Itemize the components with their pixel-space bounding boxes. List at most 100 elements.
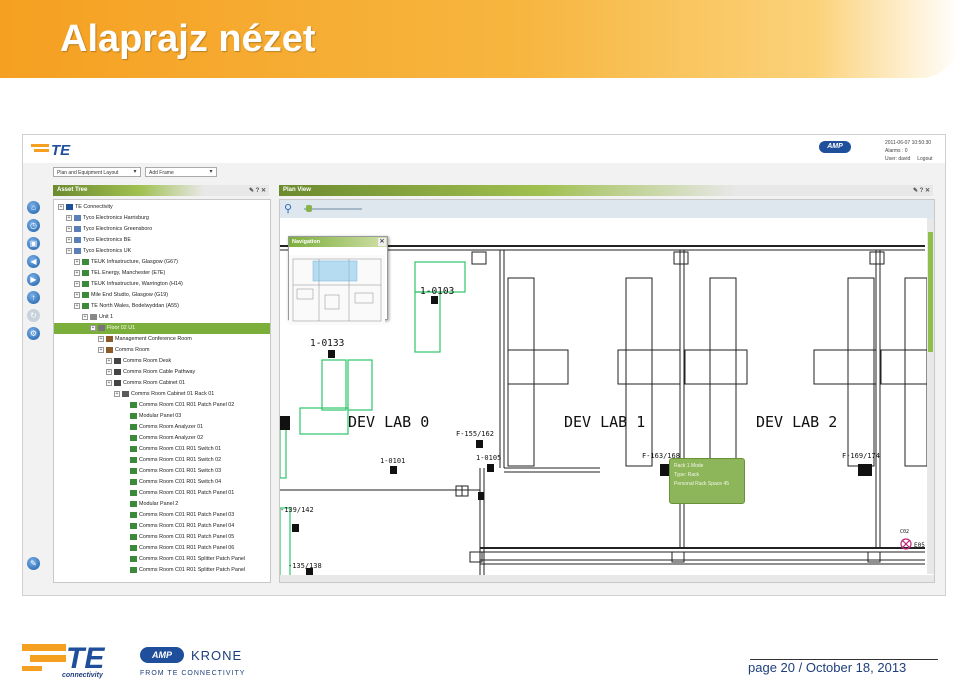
expand-toggle-icon[interactable] — [122, 435, 128, 441]
tree-item[interactable]: Comms Room C01 R01 Switch 02 — [54, 455, 270, 466]
expand-toggle-icon[interactable] — [122, 457, 128, 463]
camera-icon[interactable]: ▣ — [27, 237, 40, 250]
expand-toggle-icon[interactable] — [122, 424, 128, 430]
expand-toggle-icon[interactable]: + — [66, 247, 72, 254]
edit-icon[interactable]: ✎ — [27, 557, 40, 570]
zoom-slider-track[interactable] — [304, 208, 362, 210]
expand-toggle-icon[interactable] — [122, 479, 128, 485]
tree-item[interactable]: Comms Room Analyzer 01 — [54, 422, 270, 433]
tree-item[interactable]: Modular Panel 2 — [54, 499, 270, 510]
panel-tools-icon[interactable]: ✎ ? ✕ — [248, 188, 266, 194]
tree-item[interactable]: +Comms Room Cabinet 01 Rack 01 — [54, 389, 270, 400]
tree-item[interactable]: +Tyco Electronics Harrisburg — [54, 213, 270, 224]
expand-toggle-icon[interactable]: + — [98, 346, 104, 353]
navigation-minimap[interactable] — [289, 255, 385, 325]
expand-toggle-icon[interactable]: + — [74, 269, 80, 276]
expand-toggle-icon[interactable] — [122, 468, 128, 474]
navigation-title-bar[interactable]: Navigation ✕ — [289, 237, 387, 247]
tree-item[interactable]: Comms Room C01 R01 Switch 04 — [54, 477, 270, 488]
plan-vertical-scrollbar[interactable] — [927, 218, 934, 574]
refresh-icon[interactable]: ↻ — [27, 309, 40, 322]
navigation-window[interactable]: Navigation ✕ — [288, 236, 388, 325]
expand-toggle-icon[interactable] — [122, 556, 128, 562]
frame-select[interactable]: Add Frame ▾ — [145, 167, 217, 177]
home-icon[interactable]: ⌂ — [27, 201, 40, 214]
tree-item[interactable]: +Comms Room Cable Pathway — [54, 367, 270, 378]
header-alarms[interactable]: Alarms : 0 — [885, 148, 908, 154]
svg-text:TE: TE — [66, 642, 105, 675]
expand-toggle-icon[interactable]: + — [90, 324, 96, 331]
expand-toggle-icon[interactable] — [122, 512, 128, 518]
tree-item[interactable]: +Comms Room — [54, 345, 270, 356]
tree-item[interactable]: +Floor 02 U1 — [54, 323, 270, 334]
expand-toggle-icon[interactable]: + — [74, 280, 80, 287]
tree-item[interactable]: +TEL Energy, Manchester (E7E) — [54, 268, 270, 279]
tree-item[interactable]: +Unit 1 — [54, 312, 270, 323]
tree-item[interactable]: +Tyco Electronics BE — [54, 235, 270, 246]
gear-icon[interactable]: ⚙ — [27, 327, 40, 340]
scrollbar-thumb[interactable] — [928, 232, 933, 352]
expand-toggle-icon[interactable] — [122, 402, 128, 408]
expand-toggle-icon[interactable] — [122, 567, 128, 573]
plan-horizontal-scrollbar[interactable] — [280, 575, 934, 582]
expand-toggle-icon[interactable]: + — [106, 368, 112, 375]
expand-toggle-icon[interactable] — [122, 545, 128, 551]
expand-toggle-icon[interactable]: + — [98, 335, 104, 342]
tree-item[interactable]: Comms Room Analyzer 02 — [54, 433, 270, 444]
tree-item[interactable]: +Tyco Electronics Greensboro — [54, 224, 270, 235]
asset-type-icon — [130, 445, 137, 452]
forward-arrow-icon[interactable]: ▶ — [27, 273, 40, 286]
expand-toggle-icon[interactable] — [122, 534, 128, 540]
tree-item[interactable]: +Tyco Electronics UK — [54, 246, 270, 257]
tree-item[interactable]: +TEUK Infrastructure, Warrington (H14) — [54, 279, 270, 290]
tree-item[interactable]: Comms Room C01 R01 Patch Panel 06 — [54, 543, 270, 554]
tree-item[interactable]: Comms Room C01 R01 Patch Panel 05 — [54, 532, 270, 543]
asset-type-icon — [74, 236, 81, 243]
close-icon[interactable]: ✕ — [378, 238, 386, 246]
label-f169: F-169/174 — [842, 452, 880, 460]
expand-toggle-icon[interactable] — [122, 446, 128, 452]
tree-item[interactable]: + Mile End Studio, Glasgow (G19) — [54, 290, 270, 301]
tree-item[interactable]: +Management Conference Room — [54, 334, 270, 345]
logout-link[interactable]: Logout — [917, 156, 933, 162]
expand-toggle-icon[interactable]: + — [74, 291, 80, 298]
tree-item[interactable]: +TE Connectivity — [54, 202, 270, 213]
tree-item[interactable]: Comms Room C01 R01 Splitter Patch Panel — [54, 565, 270, 576]
expand-toggle-icon[interactable] — [122, 523, 128, 529]
expand-toggle-icon[interactable] — [122, 413, 128, 419]
tree-item[interactable]: Comms Room C01 R01 Patch Panel 02 — [54, 400, 270, 411]
tree-item[interactable]: +Comms Room Cabinet 01 — [54, 378, 270, 389]
expand-toggle-icon[interactable]: + — [106, 357, 112, 364]
expand-toggle-icon[interactable]: + — [66, 214, 72, 221]
tree-item[interactable]: Comms Room C01 R01 Switch 03 — [54, 466, 270, 477]
expand-toggle-icon[interactable]: + — [106, 379, 112, 386]
expand-toggle-icon[interactable]: + — [74, 258, 80, 265]
tree-item[interactable]: Modular Panel 03 — [54, 411, 270, 422]
tree-item[interactable]: +TE North Wales, Bodelwyddan (A55) — [54, 301, 270, 312]
floor-plan-canvas[interactable]: DEV LAB 0 DEV LAB 1 DEV LAB 2 1-0103 1-0… — [280, 218, 934, 582]
clock-icon[interactable]: ◷ — [27, 219, 40, 232]
search-icon[interactable]: ⚲ — [284, 203, 293, 215]
tree-item[interactable]: +TEUK Infrastructure, Glasgow (G67) — [54, 257, 270, 268]
expand-toggle-icon[interactable] — [122, 501, 128, 507]
expand-toggle-icon[interactable]: + — [66, 225, 72, 232]
tree-item[interactable]: Comms Room C01 R01 Patch Panel 04 — [54, 521, 270, 532]
expand-toggle-icon[interactable]: + — [82, 313, 88, 320]
expand-toggle-icon[interactable]: + — [66, 236, 72, 243]
expand-toggle-icon[interactable] — [122, 490, 128, 496]
tree-item[interactable]: Comms Room C01 R01 Switch 01 — [54, 444, 270, 455]
expand-toggle-icon[interactable]: + — [58, 203, 64, 210]
tree-item[interactable]: Comms Room C01 R01 Patch Panel 03 — [54, 510, 270, 521]
tree-item-label: Mile End Studio, Glasgow (G19) — [91, 292, 169, 298]
tree-item-label: Comms Room C01 R01 Splitter Patch Panel — [139, 556, 246, 562]
expand-toggle-icon[interactable]: + — [114, 390, 120, 397]
expand-toggle-icon[interactable]: + — [74, 302, 80, 309]
upload-icon[interactable]: ↑ — [27, 291, 40, 304]
zoom-slider-handle[interactable] — [306, 205, 312, 212]
tree-item[interactable]: Comms Room C01 R01 Splitter Patch Panel — [54, 554, 270, 565]
panel-tools-icon[interactable]: ✎ ? ✕ — [912, 188, 930, 194]
tree-item[interactable]: Comms Room C01 R01 Patch Panel 01 — [54, 488, 270, 499]
tree-item[interactable]: +Comms Room Desk — [54, 356, 270, 367]
back-arrow-icon[interactable]: ◀ — [27, 255, 40, 268]
layout-select[interactable]: Plan and Equipment Layout ▾ — [53, 167, 141, 177]
